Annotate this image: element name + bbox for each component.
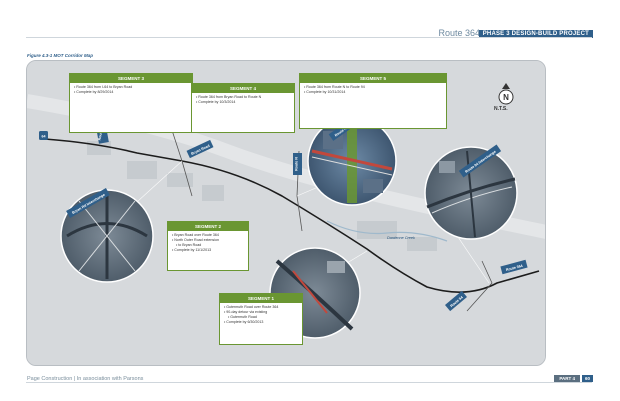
segment-3-line-1: Route 364 from I-64 to Bryan Road bbox=[74, 85, 188, 90]
segment-1-title: SEGMENT 1 bbox=[220, 294, 302, 303]
svg-text:Route 364: Route 364 bbox=[505, 264, 523, 272]
aerial-bryan-interchange bbox=[60, 189, 154, 283]
svg-text:64: 64 bbox=[42, 135, 46, 139]
segment-1-line-1: Gutermuth Road over Route 364 bbox=[224, 305, 298, 310]
segment-4-line-2: Complete by 10/3/2014 bbox=[196, 100, 290, 105]
segment-2-line-3: to Bryan Road bbox=[172, 243, 244, 248]
route-364-line bbox=[44, 138, 540, 293]
segment-2-title: SEGMENT 2 bbox=[168, 222, 248, 231]
creek bbox=[326, 220, 448, 242]
route-364-tag-east: Route 364 bbox=[500, 259, 528, 275]
segment-5-title: SEGMENT 5 bbox=[300, 74, 446, 83]
footer-part-badge: PART 4 bbox=[554, 375, 580, 382]
segment-3-callout: SEGMENT 3 Route 364 from I-64 to Bryan R… bbox=[69, 73, 193, 133]
segment-2-callout: SEGMENT 2 Bryan Road over Route 364 Nort… bbox=[167, 221, 249, 271]
corridor-map: 64 Route 364 Bryan Road Route N Route 36… bbox=[26, 60, 546, 366]
route-94-line bbox=[466, 260, 493, 312]
segment-4-line-1: Route 364 from Bryan Road to Route N bbox=[196, 95, 290, 100]
figure-caption: Figure 4.3-1 MOT Corridor Map bbox=[27, 53, 94, 58]
segment-2-line-4: Complete by 11/1/2013 bbox=[172, 248, 244, 253]
aerial-route-94-interchange bbox=[424, 146, 518, 240]
segment-1-callout: SEGMENT 1 Gutermuth Road over Route 364 … bbox=[219, 293, 303, 345]
segment-1-line-3: Gutermuth Road bbox=[224, 315, 298, 320]
segment-1-line-4: Complete by 6/30/2013 bbox=[224, 320, 298, 325]
svg-text:Route N: Route N bbox=[295, 157, 299, 171]
segment-3-title: SEGMENT 3 bbox=[70, 74, 192, 83]
dardenne-creek-label: Dardenne Creek bbox=[387, 236, 416, 240]
footer-divider bbox=[26, 382, 592, 383]
phase-badge: PHASE 3 DESIGN-BUILD PROJECT bbox=[478, 30, 593, 38]
segment-4-title: SEGMENT 4 bbox=[192, 84, 294, 93]
segment-1-line-2: 90-day detour via existing bbox=[224, 310, 298, 315]
segment-5-line-2: Complete by 10/31/2014 bbox=[304, 90, 442, 95]
segment-5-callout: SEGMENT 5 Route 364 from Route N to Rout… bbox=[299, 73, 447, 129]
nts-label: N.T.S. bbox=[494, 106, 508, 112]
header-divider bbox=[26, 37, 592, 38]
footer-text: Page Construction | In association with … bbox=[27, 376, 144, 382]
segment-2-line-2: North Outer Road extension bbox=[172, 238, 244, 243]
segment-4-callout: SEGMENT 4 Route 364 from Bryan Road to R… bbox=[191, 83, 295, 133]
segment-5-line-1: Route 364 from Route N to Route 94 bbox=[304, 85, 442, 90]
route-n-tag: Route N bbox=[293, 153, 302, 175]
i64-shield: 64 bbox=[39, 131, 48, 140]
route-title: Route 364 bbox=[438, 28, 480, 38]
segment-3-line-2: Complete by 8/29/2014 bbox=[74, 90, 188, 95]
footer-page-number: 60 bbox=[581, 375, 593, 382]
north-letter: N bbox=[503, 93, 509, 102]
segment-2-line-1: Bryan Road over Route 364 bbox=[172, 233, 244, 238]
aerial-route-n-interchange bbox=[307, 116, 397, 206]
